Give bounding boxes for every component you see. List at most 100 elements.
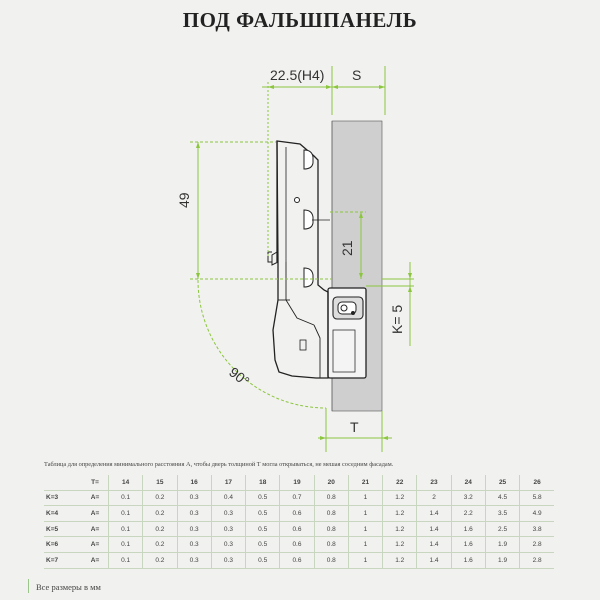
table-cell: 0.3 — [176, 552, 212, 569]
dimension-top — [262, 66, 386, 258]
screw-heads — [294, 149, 314, 288]
table-cell: 1.6 — [450, 552, 486, 569]
row-a-label: A= — [82, 552, 109, 569]
table-cell: 1.9 — [484, 536, 520, 553]
row-k-label: K=4 — [44, 505, 82, 522]
row-k-label: K=7 — [44, 552, 82, 569]
table-cell: 4.9 — [519, 505, 554, 522]
header-t-label: T= — [82, 475, 109, 491]
dim-label-22-5: 22.5(H4) — [270, 67, 324, 83]
table-cell: 0.6 — [279, 521, 315, 538]
table-cell: 0.1 — [107, 521, 143, 538]
table-cell: 0.6 — [279, 505, 315, 522]
row-k-label: K=6 — [44, 536, 82, 553]
table-cell: 1.2 — [382, 536, 417, 553]
dim-label-k5: K= 5 — [389, 305, 405, 334]
table-cell: 1.9 — [484, 552, 520, 569]
table-cell: 5.8 — [519, 490, 554, 507]
hinge-cup — [327, 287, 367, 379]
header-t-value: 23 — [416, 475, 452, 491]
table-cell: 0.3 — [176, 521, 212, 538]
header-t-value: 25 — [484, 475, 520, 491]
dimension-49 — [190, 141, 332, 280]
dim-label-49: 49 — [176, 192, 192, 208]
header-k-cell — [44, 475, 82, 491]
table-cell: 1 — [347, 490, 383, 507]
footer-accent — [28, 579, 29, 593]
hinge-diagram: 22.5(H4) S 49 21 K= 5 90° T — [176, 66, 414, 452]
table-cell: 2.8 — [519, 536, 554, 553]
table-cell: 0.2 — [142, 536, 178, 553]
table-cell: 0.6 — [279, 552, 315, 569]
header-t-value: 20 — [313, 475, 349, 491]
header-t-value: 19 — [279, 475, 315, 491]
dimension-k5 — [366, 262, 414, 346]
table-cell: 2.2 — [450, 505, 486, 522]
table-cell: 0.7 — [279, 490, 315, 507]
table-cell: 1 — [347, 521, 383, 538]
dim-label-angle: 90° — [226, 364, 253, 390]
table-cell: 0.8 — [313, 490, 349, 507]
opening-angle-arc — [197, 279, 392, 452]
table-cell: 0.8 — [313, 521, 349, 538]
header-t-value: 17 — [210, 475, 246, 491]
table-cell: 0.1 — [107, 552, 143, 569]
table-cell: 3.8 — [519, 521, 554, 538]
table-cell: 0.3 — [176, 536, 212, 553]
table-cell: 1 — [347, 505, 383, 522]
table-cell: 0.5 — [245, 552, 280, 569]
table-cell: 0.5 — [245, 505, 280, 522]
table-cell: 1 — [347, 536, 383, 553]
header-t-value: 26 — [519, 475, 554, 491]
table-cell: 0.3 — [210, 552, 246, 569]
table-cell: 1 — [347, 552, 383, 569]
row-k-label: K=3 — [44, 490, 82, 507]
table-cell: 2.8 — [519, 552, 554, 569]
header-t-value: 16 — [176, 475, 212, 491]
row-a-label: A= — [82, 490, 109, 507]
dim-label-t: T — [350, 419, 359, 435]
header-t-value: 21 — [347, 475, 383, 491]
table-cell: 0.1 — [107, 490, 143, 507]
table-cell: 1.2 — [382, 552, 417, 569]
table-cell: 1.6 — [450, 536, 486, 553]
header-t-value: 14 — [107, 475, 143, 491]
table-cell: 0.8 — [313, 505, 349, 522]
table-cell: 4.5 — [484, 490, 520, 507]
table-cell: 1.2 — [382, 505, 417, 522]
table-cell: 0.2 — [142, 521, 178, 538]
table-cell: 0.8 — [313, 536, 349, 553]
table-caption: Таблица для определения минимального рас… — [44, 461, 394, 468]
table-cell: 0.8 — [313, 552, 349, 569]
header-t-value: 22 — [382, 475, 417, 491]
table-cell: 0.5 — [245, 536, 280, 553]
dim-label-s: S — [352, 67, 361, 83]
table-cell: 0.3 — [210, 521, 246, 538]
table-cell: 0.3 — [176, 505, 212, 522]
header-t-value: 15 — [142, 475, 178, 491]
table-cell: 2.5 — [484, 521, 520, 538]
table-cell: 1.4 — [416, 536, 452, 553]
hinge-arm — [267, 140, 329, 379]
dimension-21 — [330, 211, 366, 279]
table-cell: 0.5 — [245, 521, 280, 538]
table-cell: 0.4 — [210, 490, 246, 507]
page-title: ПОД ФАЛЬШПАНЕЛЬ — [182, 8, 418, 32]
table-cell: 0.3 — [210, 536, 246, 553]
table-cell: 0.3 — [176, 490, 212, 507]
footer-note: Все размеры в мм — [36, 582, 101, 592]
row-a-label: A= — [82, 521, 109, 538]
table-cell: 3.2 — [450, 490, 486, 507]
table-cell: 1.4 — [416, 505, 452, 522]
header-t-value: 24 — [450, 475, 486, 491]
row-a-label: A= — [82, 536, 109, 553]
table-cell: 1.4 — [416, 521, 452, 538]
header-t-value: 18 — [245, 475, 280, 491]
table-cell: 0.2 — [142, 505, 178, 522]
table-cell: 0.6 — [279, 536, 315, 553]
